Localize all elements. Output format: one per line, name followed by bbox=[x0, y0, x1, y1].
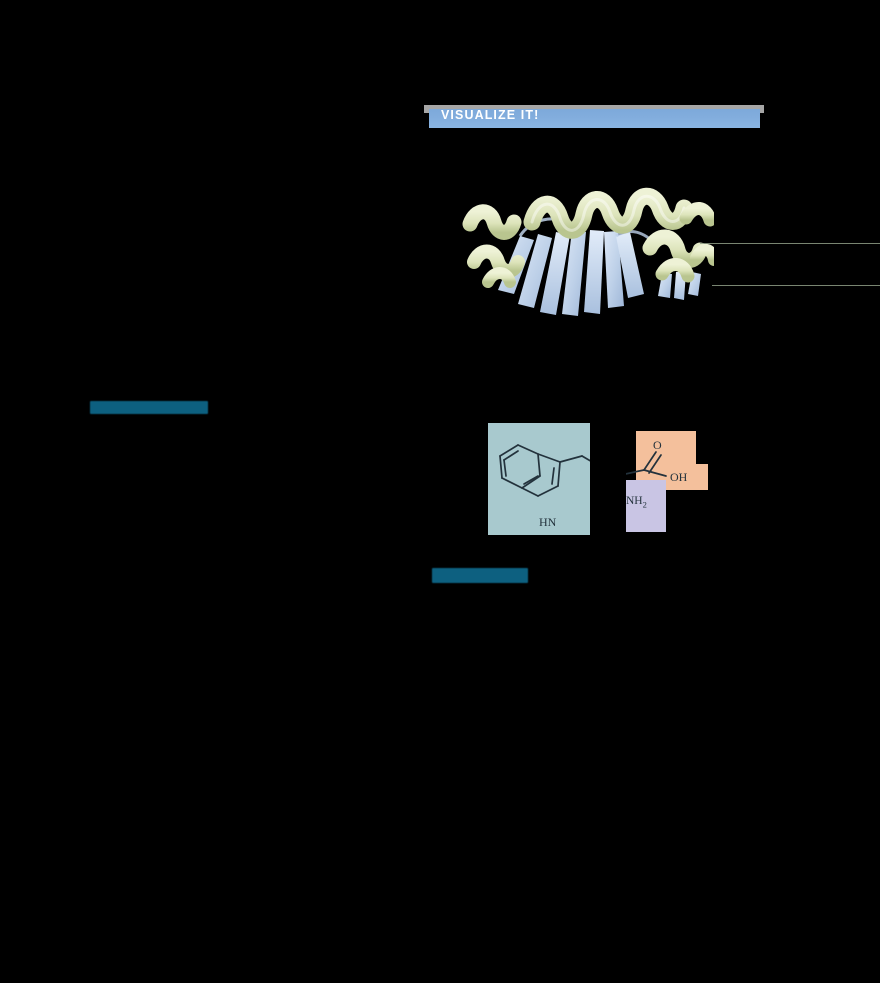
banner-bar bbox=[429, 109, 760, 128]
visualize-it-banner: VISUALIZE IT! bbox=[424, 105, 764, 129]
redacted-figure-caption bbox=[432, 568, 528, 583]
amine-label-subscript: 2 bbox=[642, 499, 647, 510]
occlusion-overlay bbox=[666, 490, 720, 548]
banner-label: VISUALIZE IT! bbox=[441, 108, 540, 122]
indole-nh-label: HN bbox=[539, 515, 557, 529]
alpha-helix-left bbox=[462, 204, 525, 288]
amine-label: NH2 bbox=[626, 495, 647, 509]
tryptophan-structure: HN O OH NH2 bbox=[420, 418, 720, 548]
protein-ribbon-diagram bbox=[462, 178, 714, 323]
leader-line-bottom bbox=[712, 285, 880, 286]
amine-group-highlight bbox=[623, 480, 666, 532]
occlusion-overlay bbox=[590, 418, 626, 548]
redacted-heading-left bbox=[90, 401, 208, 414]
hydroxyl-label: OH bbox=[670, 470, 688, 484]
amine-label-text: NH bbox=[626, 495, 643, 507]
alpha-helix-group bbox=[523, 187, 693, 239]
leader-line-top bbox=[700, 243, 880, 244]
carbonyl-oxygen-label: O bbox=[653, 438, 662, 452]
occlusion-overlay bbox=[696, 418, 720, 464]
alpha-helix-right bbox=[642, 202, 714, 283]
